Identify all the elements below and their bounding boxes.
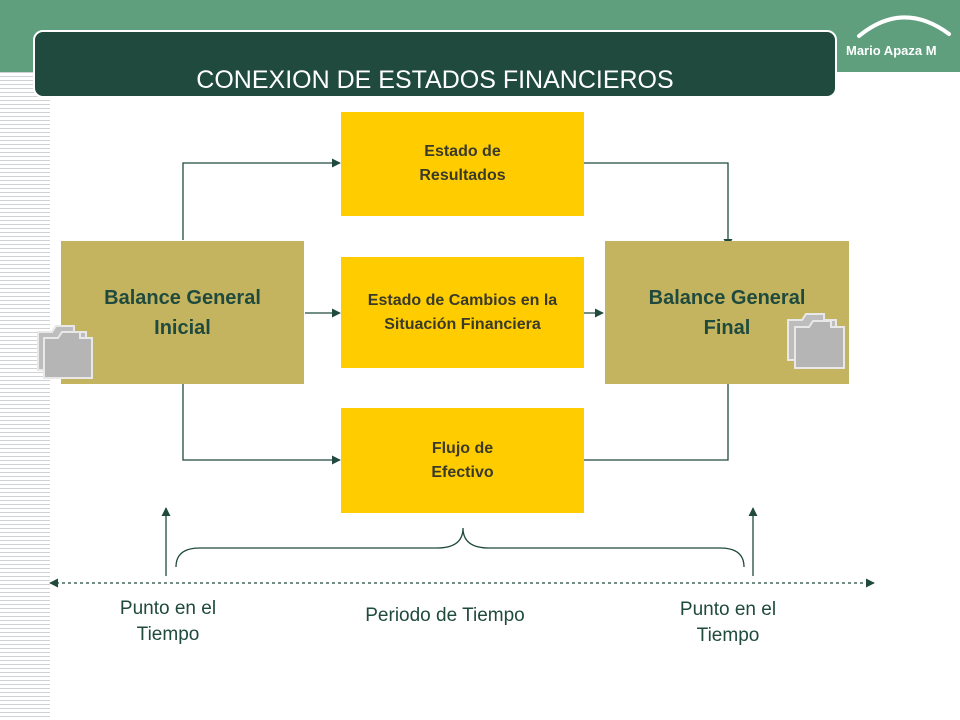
estado-cambios-label: Estado de Cambios en la Situación Financ… (367, 291, 558, 333)
author-label: Mario Apaza M (846, 43, 937, 58)
period-brace (175, 527, 745, 568)
folder-icon (787, 313, 845, 369)
flujo-efectivo-box: Flujo de Efectivo (341, 408, 584, 513)
estado-cambios-box: Estado de Cambios en la Situación Financ… (341, 257, 584, 368)
punto-tiempo-izq-label: Punto en el Tiempo (119, 598, 217, 645)
estado-resultados-box: Estado de Resultados (341, 112, 584, 216)
punto-tiempo-der-label: Punto en el Tiempo (679, 599, 777, 646)
balance-inicial-label: Balance General Inicial (104, 286, 261, 339)
connector-flujo-final (580, 375, 733, 461)
balance-inicial-box: Balance General Inicial (61, 241, 304, 384)
periodo-tiempo-label: Periodo de Tiempo (365, 605, 525, 626)
title-banner: CONEXION DE ESTADOS FINANCIEROS (33, 30, 837, 98)
connector-inicial-resultados (182, 158, 341, 240)
connector-inicial-flujo (182, 376, 341, 465)
side-stripes (0, 72, 50, 720)
logo-arc-icon (857, 15, 951, 38)
connector-resultados-final (584, 162, 733, 248)
page-title: CONEXION DE ESTADOS FINANCIEROS (196, 66, 674, 94)
estado-resultados-label: Estado de Resultados (419, 143, 506, 184)
balance-final-label: Balance General Final (648, 286, 806, 339)
folder-icon (37, 325, 93, 379)
flujo-efectivo-label: Flujo de Efectivo (431, 439, 494, 481)
